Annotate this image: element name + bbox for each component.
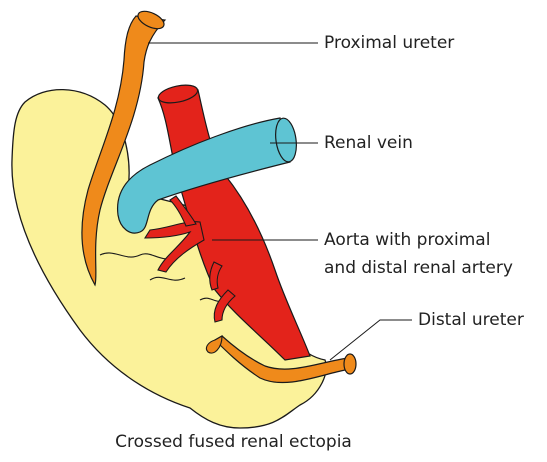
distal-ureter-opening	[344, 354, 356, 374]
leader-distal-ureter	[330, 320, 412, 360]
label-proximal-ureter: Proximal ureter	[324, 31, 454, 55]
label-distal-ureter: Distal ureter	[418, 308, 524, 332]
label-aorta-line1: Aorta with proximal	[324, 228, 490, 252]
figure-caption: Crossed fused renal ectopia	[0, 432, 507, 452]
label-aorta-line2: and distal renal artery	[324, 256, 513, 280]
label-renal-vein: Renal vein	[324, 131, 413, 155]
